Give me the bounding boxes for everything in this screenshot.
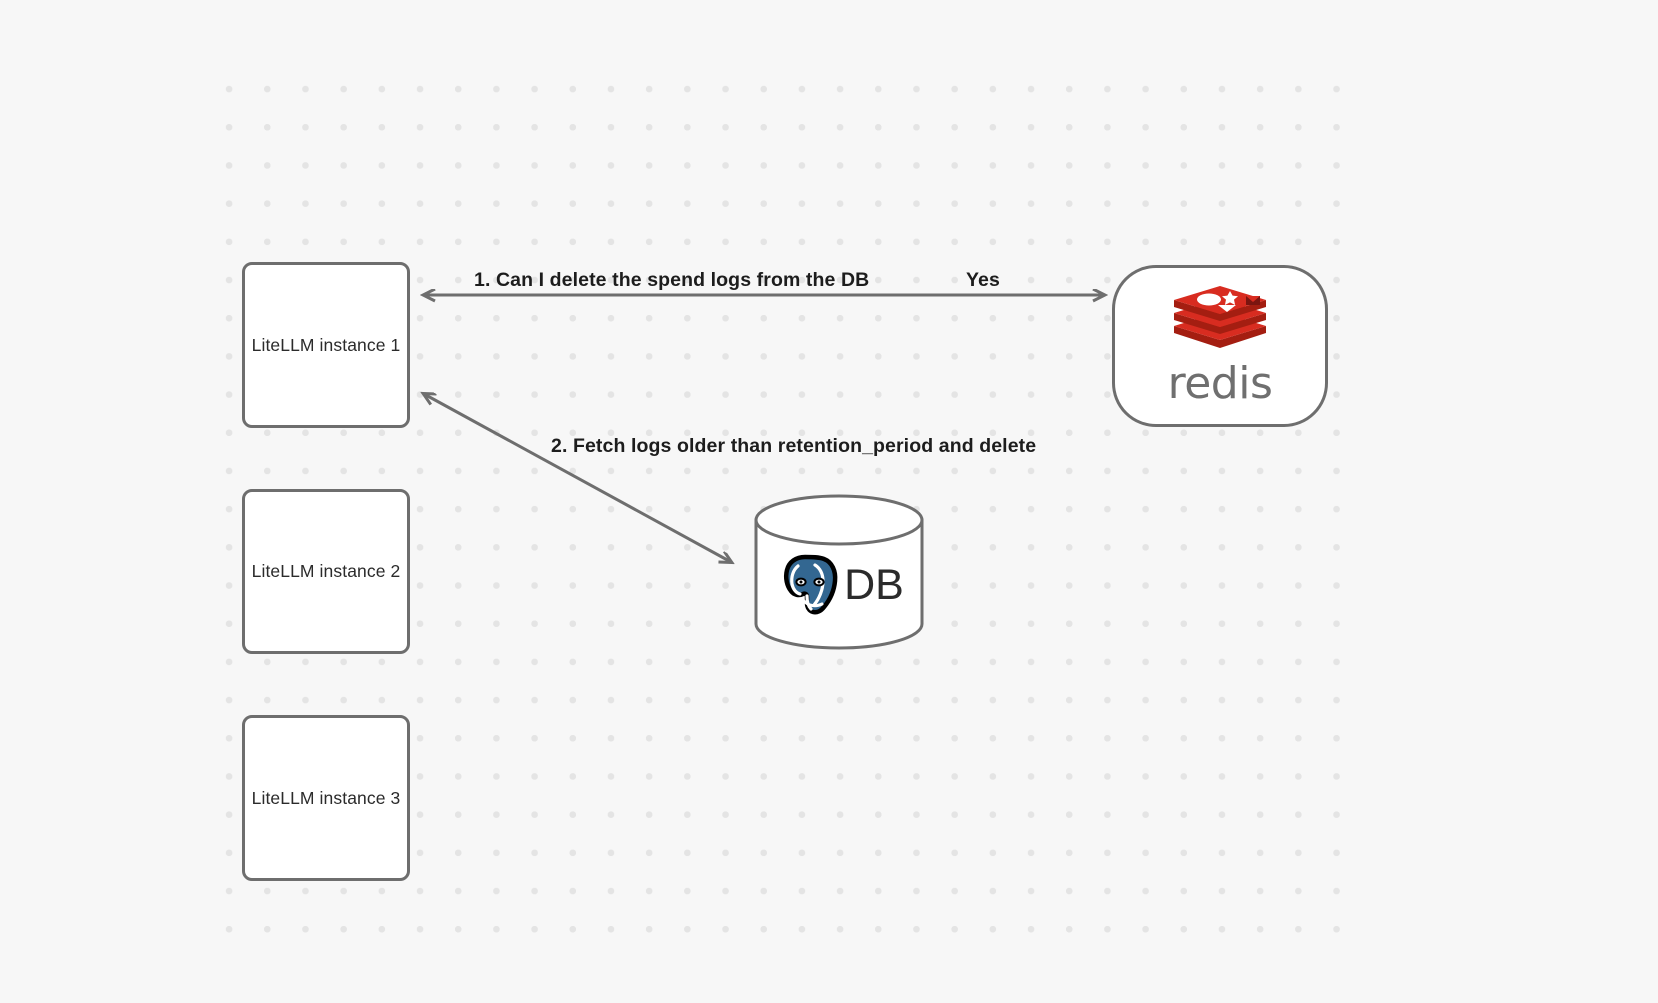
- node-postgres-db[interactable]: DB: [753, 494, 925, 650]
- edge-label-yes: Yes: [966, 269, 1000, 291]
- edge-line-instance1-db: [424, 394, 731, 562]
- edge-label-step-2: 2. Fetch logs older than retention_perio…: [551, 435, 1037, 457]
- redis-wordmark-label: redis: [1167, 358, 1273, 409]
- edge-label-step-1: 1. Can I delete the spend logs from the …: [474, 269, 870, 291]
- node-litellm-instance-1[interactable]: LiteLLM instance 1: [242, 262, 410, 428]
- node-litellm-instance-2[interactable]: LiteLLM instance 2: [242, 489, 410, 654]
- node-label-instance-3: LiteLLM instance 3: [251, 787, 401, 808]
- database-cylinder-shape: [754, 494, 924, 650]
- node-litellm-instance-3[interactable]: LiteLLM instance 3: [242, 715, 410, 881]
- db-label: DB: [844, 560, 904, 609]
- node-redis[interactable]: redis: [1112, 265, 1328, 427]
- node-label-instance-1: LiteLLM instance 1: [251, 334, 401, 355]
- postgresql-elephant-icon: [784, 554, 838, 615]
- node-label-instance-2: LiteLLM instance 2: [251, 561, 401, 581]
- redis-logo-icon: [1174, 286, 1266, 348]
